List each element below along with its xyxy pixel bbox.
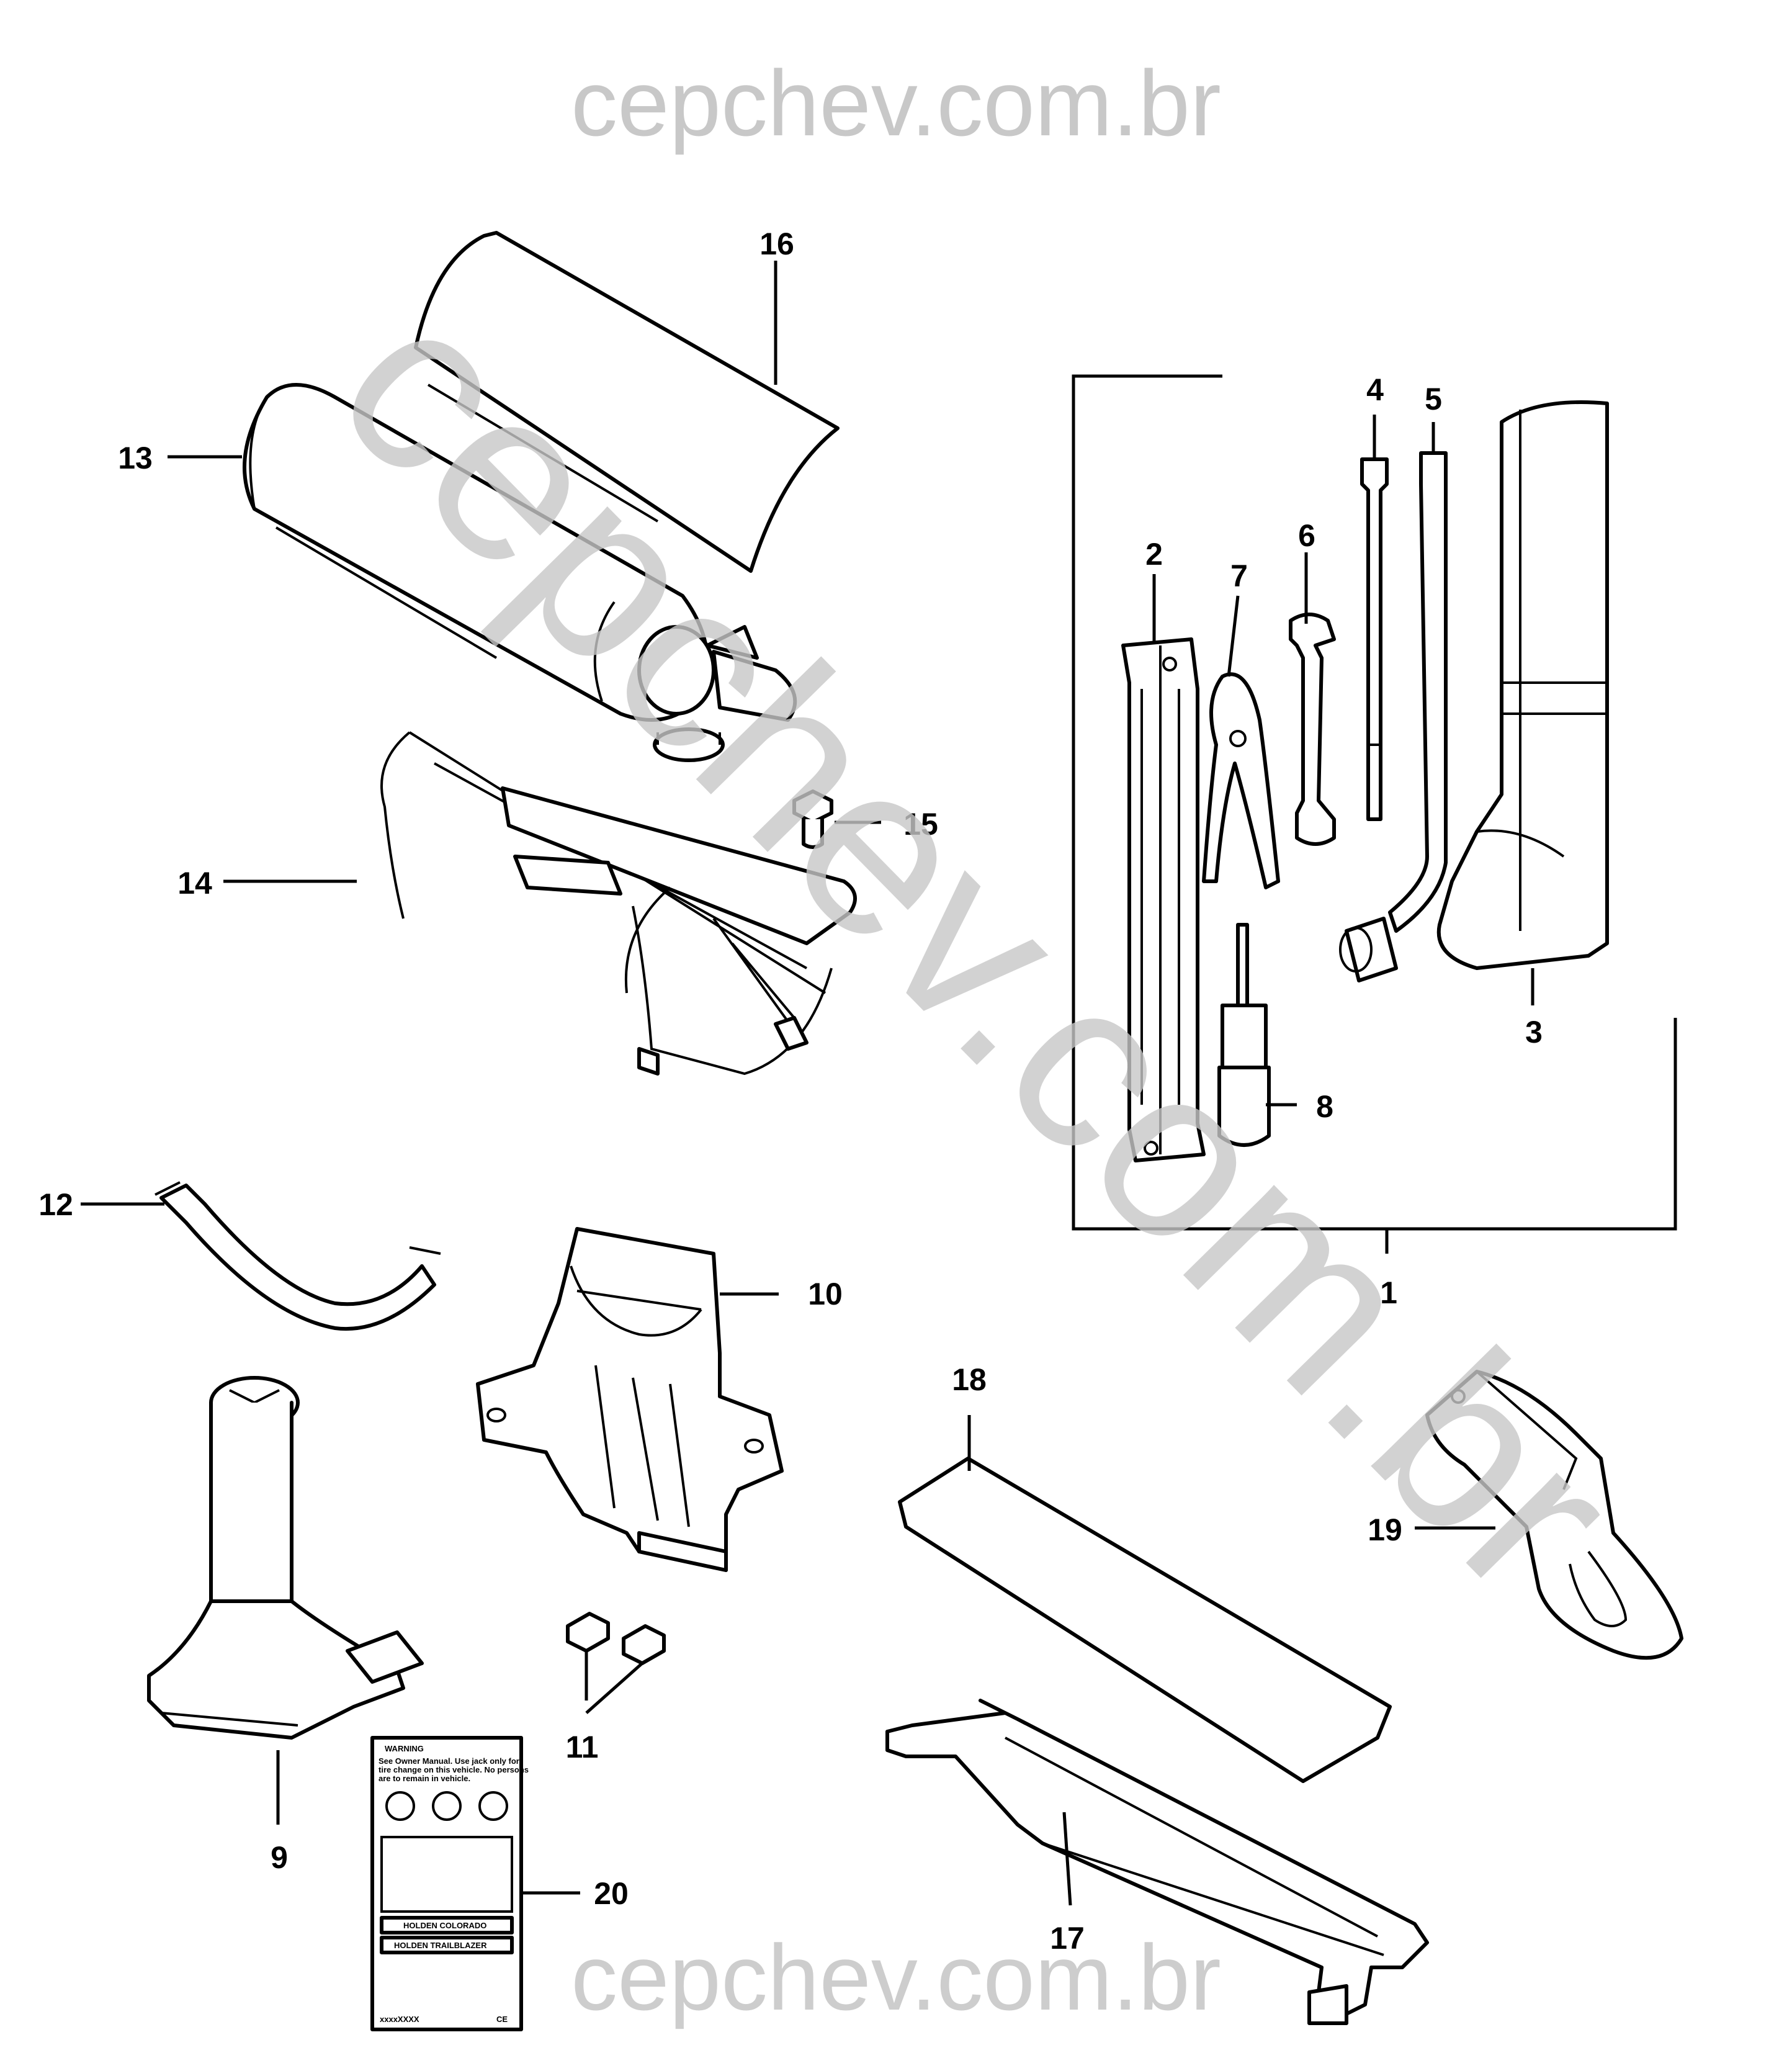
part-6-spanner: [1289, 613, 1336, 846]
label-line-3: are to remain in vehicle.: [379, 1774, 470, 1783]
part-9-jack: [147, 1376, 424, 1740]
part-20-warning-label: WARNING See Owner Manual. Use jack only …: [370, 1736, 529, 2031]
part-3-tool-bag: [1436, 400, 1609, 970]
label-warning: WARNING: [385, 1744, 424, 1753]
part-13-fire-extinguisher: [243, 383, 797, 762]
label-line-2: tire change on this vehicle. No persons: [379, 1765, 529, 1774]
label-marks: CE: [496, 2015, 508, 2024]
part-11-bolts: [566, 1612, 666, 1714]
callout-19: 19: [1368, 1512, 1402, 1547]
callout-16: 16: [759, 227, 794, 261]
tool-kit-frame: [1072, 374, 1677, 1254]
part-10-jack-bracket: [476, 1227, 784, 1572]
part-2-jack-handle: [1121, 637, 1206, 1162]
callout-20: 20: [594, 1876, 629, 1911]
callouts: 1 2 3 4 5 6 7 8 9 10 11 12 13 14 15 16 1…: [38, 227, 1543, 1956]
callout-13: 13: [118, 441, 153, 475]
callout-3: 3: [1525, 1015, 1543, 1049]
callout-14: 14: [177, 866, 212, 901]
callout-6: 6: [1298, 518, 1315, 553]
part-16-cylinder-cover: [414, 231, 840, 573]
callout-5: 5: [1425, 382, 1442, 416]
callout-17: 17: [1050, 1921, 1085, 1956]
label-part-number: xxxxXXXX: [380, 2015, 419, 2024]
callout-8: 8: [1316, 1089, 1333, 1124]
part-12-strap: [155, 1181, 441, 1331]
callout-7: 7: [1230, 559, 1248, 593]
part-17-lever: [885, 1699, 1429, 2025]
leader-lines: [81, 261, 1534, 1906]
callout-12: 12: [38, 1187, 73, 1222]
part-4-bar: [1360, 457, 1389, 821]
callout-2: 2: [1145, 537, 1163, 572]
callout-18: 18: [952, 1362, 987, 1397]
label-line-1: See Owner Manual. Use jack only for: [379, 1756, 519, 1766]
callout-9: 9: [271, 1840, 288, 1875]
part-5-wheel-brace: [1339, 451, 1448, 982]
part-15-bolt: [792, 789, 833, 849]
label-model-2: HOLDEN TRAILBLAZER: [394, 1941, 487, 1950]
callout-15: 15: [903, 807, 938, 842]
part-19-hook-bracket: [1425, 1370, 1683, 1660]
callout-1: 1: [1380, 1275, 1397, 1310]
watermark-bottom: cepchev.com.br: [571, 1925, 1221, 2029]
callout-4: 4: [1366, 372, 1384, 407]
watermark-top: cepchev.com.br: [571, 51, 1221, 155]
part-14-bracket: [380, 731, 857, 1076]
part-8-screwdriver: [1217, 923, 1271, 1147]
callout-10: 10: [808, 1277, 843, 1311]
part-7-pliers: [1202, 672, 1280, 889]
label-model-1: HOLDEN COLORADO: [403, 1921, 486, 1930]
callout-11: 11: [566, 1730, 599, 1764]
